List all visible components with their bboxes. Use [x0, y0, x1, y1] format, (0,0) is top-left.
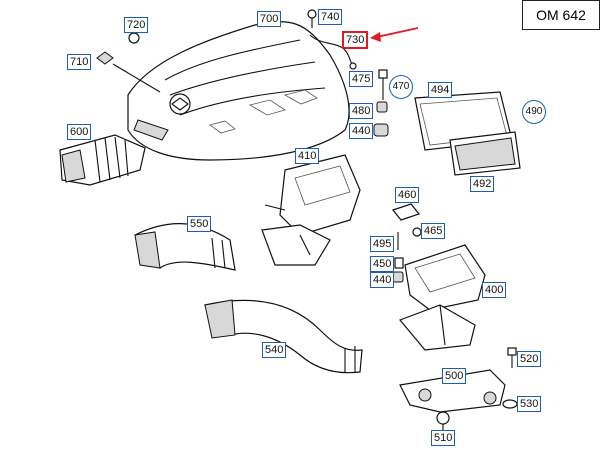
callout-410[interactable]: 410: [295, 148, 320, 164]
callout-730[interactable]: 730: [342, 31, 369, 49]
duct-550-drawing: [134, 223, 236, 271]
callout-475[interactable]: 475: [349, 71, 374, 87]
engine-code-title: OM 642: [522, 0, 600, 30]
callout-710[interactable]: 710: [67, 54, 92, 70]
callout-460[interactable]: 460: [395, 187, 420, 203]
housing-410-drawing: [261, 154, 361, 266]
callout-465[interactable]: 465: [421, 223, 446, 239]
callout-530[interactable]: 530: [517, 396, 542, 412]
housing-400-drawing: [391, 203, 486, 351]
callout-720[interactable]: 720: [124, 17, 149, 33]
duct-540-drawing: [203, 299, 363, 374]
intake-duct-600-drawing: [59, 134, 146, 186]
callout-492[interactable]: 492: [470, 176, 495, 192]
engine-cover-drawing: [127, 21, 350, 161]
callout-500[interactable]: 500: [442, 368, 467, 384]
callout-520[interactable]: 520: [517, 351, 542, 367]
callout-540[interactable]: 540: [262, 342, 287, 358]
callout-740[interactable]: 740: [318, 9, 343, 25]
bracket-730-drawing: [307, 9, 357, 70]
highlight-arrow-head: [370, 32, 381, 42]
callout-495[interactable]: 495: [370, 236, 395, 252]
callout-440-lower[interactable]: 440: [370, 272, 395, 288]
callout-400[interactable]: 400: [482, 282, 507, 298]
callout-600[interactable]: 600: [67, 124, 92, 140]
callout-550[interactable]: 550: [187, 216, 212, 232]
cap-drawing: [96, 32, 161, 93]
callout-700[interactable]: 700: [257, 11, 282, 27]
callout-440-upper[interactable]: 440: [349, 123, 374, 139]
filter-elements-drawing: [414, 91, 521, 176]
fasteners-drawing: [373, 69, 389, 137]
callout-494[interactable]: 494: [428, 82, 453, 98]
callout-450[interactable]: 450: [370, 256, 395, 272]
callout-480[interactable]: 480: [349, 103, 374, 119]
callout-470[interactable]: 470: [389, 75, 413, 99]
bracket-500-drawing: [399, 347, 518, 430]
callout-490[interactable]: 490: [522, 100, 546, 124]
callout-510[interactable]: 510: [431, 430, 456, 446]
